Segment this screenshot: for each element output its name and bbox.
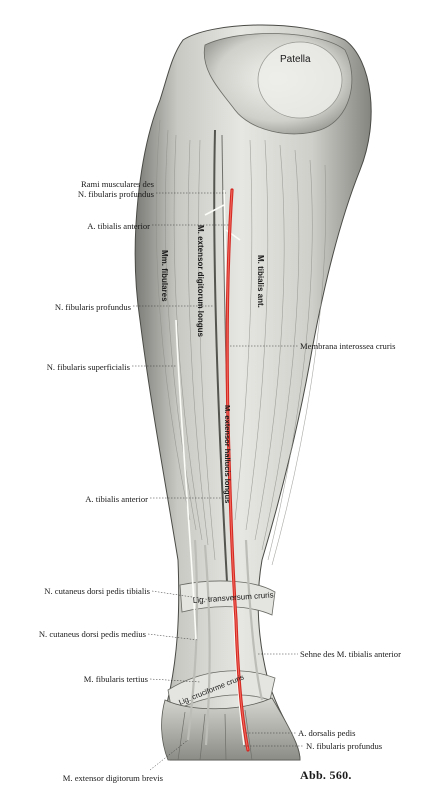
label-m-fibularis-tertius: M. fibularis tertius [83, 674, 148, 684]
label-m-extensor-digitorum-brevis: M. extensor digitorum brevis [62, 773, 163, 783]
figure-caption: Abb. 560. [300, 768, 352, 782]
label-patella: Patella [280, 54, 311, 65]
label-a-tibialis-anterior-upper: A. tibialis anterior [87, 221, 150, 231]
label-rami-musculares: Rami musculares des N. fibularis profund… [77, 179, 154, 199]
label-m-extensor-hallucis-longus: M. extensor hallucis longus [223, 405, 232, 503]
label-n-fibularis-superficialis: N. fibularis superficialis [46, 362, 130, 372]
label-sehne-tibialis-anterior: Sehne des M. tibialis anterior [300, 649, 401, 659]
lig-transversum-band [179, 580, 276, 616]
label-m-extensor-digitorum-longus: M. extensor digitorum longus [196, 225, 205, 338]
label-m-tibialis-ant: M. tibialis ant. [256, 255, 265, 308]
label-a-dorsalis-pedis: A. dorsalis pedis [298, 728, 356, 738]
label-n-fibularis-profundus-left: N. fibularis profundus [54, 302, 131, 312]
label-n-cutaneus-dorsi-pedis-tibialis: N. cutaneus dorsi pedis tibialis [44, 586, 150, 596]
nerve-fibularis-superficialis [175, 319, 197, 641]
label-n-fibularis-profundus-right: N. fibularis profundus [306, 741, 383, 751]
label-n-cutaneus-dorsi-pedis-medius: N. cutaneus dorsi pedis medius [38, 629, 146, 639]
label-mm-fibulares: Mm. fibulares [160, 250, 169, 302]
label-membrana-interossea: Membrana interossea cruris [300, 341, 396, 351]
label-a-tibialis-anterior-lower: A. tibialis anterior [85, 494, 148, 504]
